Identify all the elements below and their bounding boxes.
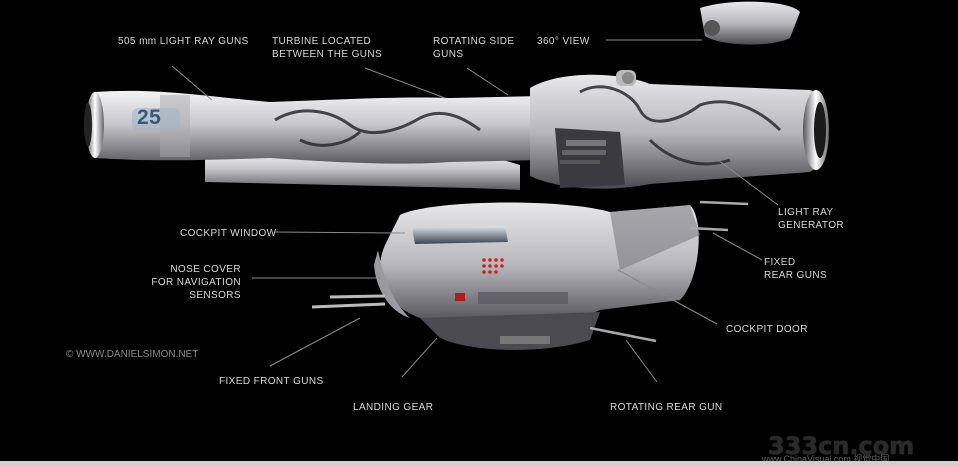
label-light-ray-generator: LIGHT RAY GENERATOR <box>778 207 845 231</box>
site-watermark: 333cn.com <box>768 432 915 460</box>
copyright-text: © WWW.DANIELSIMON.NET <box>66 349 199 360</box>
view-360-thumbnail <box>700 1 800 45</box>
label-turbine: TURBINE LOCATED BETWEEN THE GUNS <box>272 36 383 60</box>
site-watermark-subtitle: www.ChinaVisual.com 视觉中国 <box>762 454 890 464</box>
label-cockpit-door: COCKPIT DOOR <box>726 324 808 335</box>
fixed-rear-guns <box>689 200 749 232</box>
label-fixed-rear-guns: FIXED REAR GUNS <box>764 257 828 281</box>
label-rotating-side-guns: ROTATING SIDE GUNS <box>433 36 515 60</box>
label-360-view: 360° VIEW <box>537 36 590 47</box>
bottom-border <box>0 461 958 466</box>
label-light-ray-guns: 505 mm LIGHT RAY GUNS <box>118 36 249 47</box>
main-gun-barrel <box>84 90 540 164</box>
cockpit-pod <box>374 202 700 328</box>
hull-number: 25 <box>137 106 162 129</box>
landing-gear-skirt <box>420 312 600 350</box>
label-fixed-front-guns: FIXED FRONT GUNS <box>219 376 324 387</box>
fixed-front-guns <box>311 294 386 309</box>
label-cockpit-window: COCKPIT WINDOW <box>180 228 277 239</box>
rotating-side-gun-turret <box>555 128 625 188</box>
label-landing-gear: LANDING GEAR <box>353 402 434 413</box>
callout-leader-lines <box>171 39 779 383</box>
hull-number-plate <box>132 108 180 130</box>
rotating-rear-gun <box>589 326 657 343</box>
label-nose-cover: NOSE COVER FOR NAVIGATION SENSORS <box>151 264 241 301</box>
label-rotating-rear-gun: ROTATING REAR GUN <box>610 402 723 413</box>
